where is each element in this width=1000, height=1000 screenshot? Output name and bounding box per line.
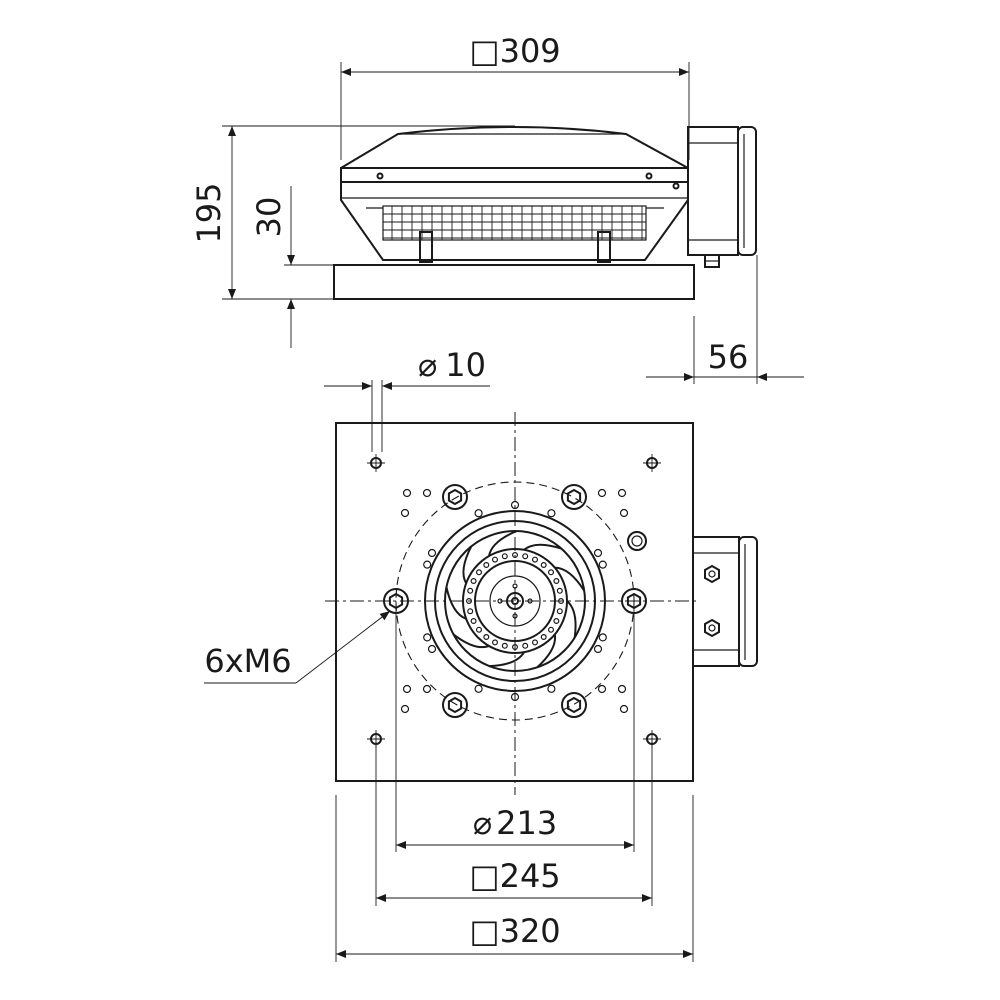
dimension-base-height-label: 30 [250, 197, 288, 238]
dimension-box-depth: 56 [646, 255, 804, 384]
side-bracket-left [419, 231, 433, 263]
dimension-top-width-label: □309 [469, 32, 560, 70]
dimension-base-square-label: □320 [469, 912, 560, 950]
dimension-hole-diameter-label: ⌀10 [418, 346, 486, 384]
dimension-total-height: 195 [190, 125, 515, 300]
dimension-base-height: 30 [250, 186, 334, 348]
side-housing-band [340, 167, 689, 183]
side-terminal-box [687, 126, 757, 268]
side-grille [366, 205, 664, 241]
dimension-thread-callout-label: 6xM6 [204, 642, 291, 680]
dimension-top-width: □309 [340, 32, 690, 160]
side-housing-skirt [340, 182, 689, 261]
dimension-box-depth-label: 56 [708, 338, 749, 376]
plan-bearing-ring [466, 551, 564, 650]
dimension-bolt-circle-label: ⌀213 [473, 804, 557, 842]
plan-view [325, 412, 758, 795]
plan-terminal-box [692, 536, 758, 667]
dimension-thread-callout: 6xM6 [204, 610, 391, 684]
plan-inlet-ring-inner [434, 520, 596, 682]
dimension-hole-square: □245 [375, 740, 653, 906]
side-base-plate [333, 264, 695, 300]
plan-inlet-ring-outer [424, 510, 606, 692]
plan-hex-bolts [383, 484, 647, 718]
side-housing-cap [340, 126, 689, 169]
dimension-hole-square-label: □245 [469, 857, 560, 895]
side-bracket-right [597, 231, 611, 263]
dimension-total-height-label: 195 [190, 182, 228, 243]
dimension-hole-diameter: ⌀10 [324, 346, 490, 452]
dimension-base-square: □320 [335, 795, 694, 962]
plan-impeller-blades [445, 530, 586, 669]
dimension-bolt-circle: ⌀213 [395, 601, 635, 852]
side-view [333, 126, 757, 300]
